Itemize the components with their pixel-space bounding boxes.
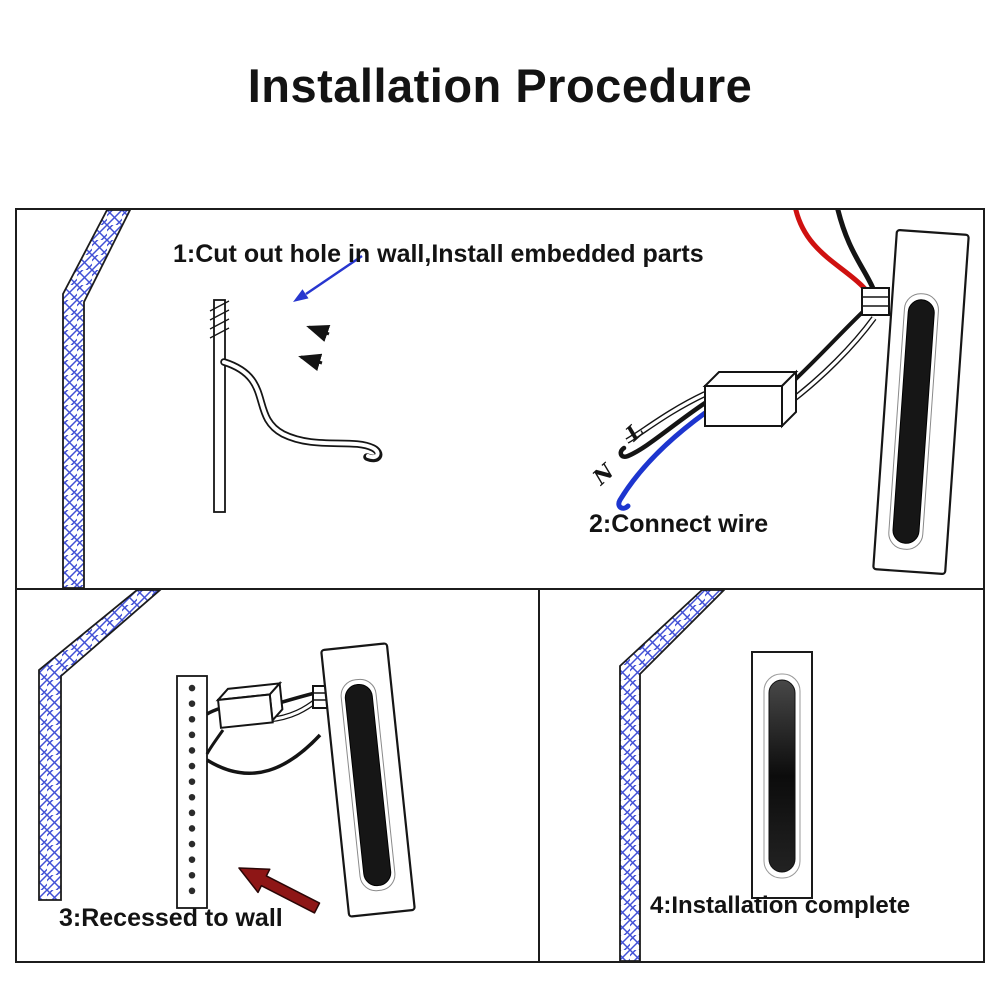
- step4-illustration: [619, 590, 813, 961]
- perforated-strip: [176, 675, 208, 909]
- wire-blue: [616, 410, 708, 511]
- step1-label: 1:Cut out hole in wall,Install embedded …: [173, 240, 704, 268]
- panel-step-3: 3:Recessed to wall: [15, 588, 540, 963]
- wire-white-left: [625, 391, 707, 444]
- embedded-part: [209, 299, 230, 513]
- driver-box: [215, 681, 284, 729]
- wire-red: [793, 210, 874, 299]
- wall-cross-section: [619, 590, 726, 961]
- insert-arrow-icon: [298, 353, 323, 372]
- step4-label: 4:Installation complete: [650, 892, 911, 919]
- light-fixture: [320, 642, 416, 918]
- terminal-n-label: N: [587, 458, 619, 491]
- terminal-l-label: L: [620, 417, 648, 446]
- recessed-fixture: [751, 651, 813, 899]
- insert-arrow-icon: [306, 324, 331, 342]
- wire-strip-fixture: [206, 733, 322, 776]
- panel-step-1-2: L N 1:Cut out hole in wall,Install embed…: [15, 208, 985, 590]
- blue-arrow-icon: [293, 254, 363, 302]
- panel-step-4: 4:Installation complete: [538, 588, 985, 963]
- embedded-wire: [220, 358, 383, 463]
- wall-cross-section: [38, 590, 162, 901]
- wire-driver-bottom: [205, 729, 225, 755]
- wall-cross-section: [62, 210, 132, 588]
- terminal-bracket: [861, 287, 890, 316]
- red-arrow-icon: [238, 867, 321, 914]
- step3-label: 3:Recessed to wall: [59, 904, 283, 932]
- step1-step2-illustration: L N: [62, 210, 970, 588]
- step3-illustration: [38, 590, 416, 918]
- page-title: Installation Procedure: [247, 59, 753, 112]
- step2-label: 2:Connect wire: [589, 510, 769, 538]
- driver-box: [702, 369, 799, 429]
- wire-black-left: [618, 400, 708, 459]
- light-fixture: [872, 229, 970, 575]
